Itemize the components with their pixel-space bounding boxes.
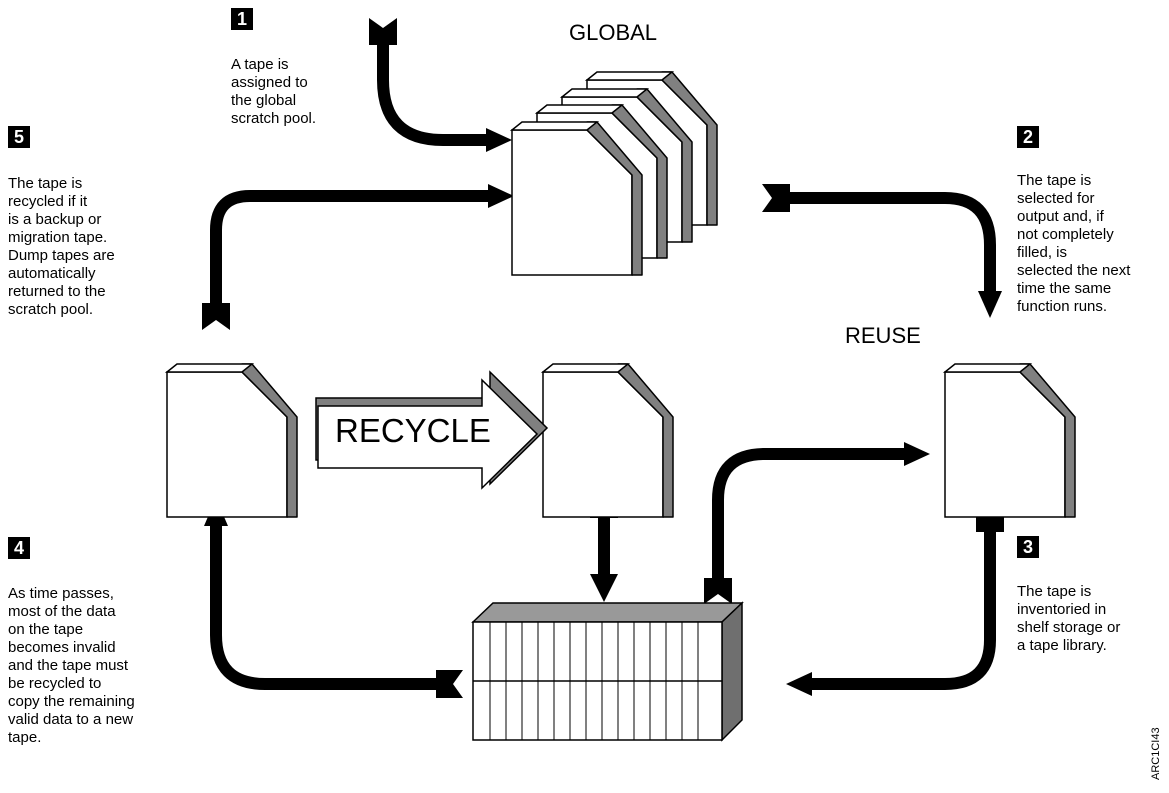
step-5-badge: 5 (8, 126, 30, 148)
arrow-4-library-to-invalid (204, 498, 463, 698)
step-3-text: The tape is inventoried in shelf storage… (1017, 583, 1121, 654)
step-4-badge: 4 (8, 537, 30, 559)
tape-library-icon (471, 601, 744, 742)
step-2-badge: 2 (1017, 126, 1039, 148)
arrow-5-return-to-global (202, 184, 514, 330)
reuse-label: REUSE (845, 323, 921, 348)
step-2-text: The tape is selected for output and, if … (1017, 172, 1131, 315)
reuse-tape-icon (944, 363, 1076, 518)
arrow-library-to-reuse (704, 442, 930, 604)
step-5-text: The tape is recycled if it is a backup o… (8, 175, 115, 318)
recycle-label: RECYCLE (335, 412, 491, 449)
global-scratch-pool-stack (511, 71, 718, 276)
step-3-badge: 3 (1017, 536, 1039, 558)
arrow-2-to-reuse (762, 184, 1002, 318)
figure-id: ARC1CI43 (1150, 727, 1162, 780)
arrow-1-into-global (369, 18, 512, 152)
recycled-tape-icon (542, 363, 674, 518)
step-4-text: As time passes, most of the data on the … (8, 585, 135, 746)
arrow-3-to-library (786, 506, 1004, 696)
step-1-badge: 1 (231, 8, 253, 30)
step-1-text: A tape is assigned to the global scratch… (231, 56, 317, 127)
global-label: GLOBAL (569, 20, 658, 45)
invalid-data-tape-icon (166, 363, 298, 518)
recycle-block-arrow (315, 370, 549, 490)
